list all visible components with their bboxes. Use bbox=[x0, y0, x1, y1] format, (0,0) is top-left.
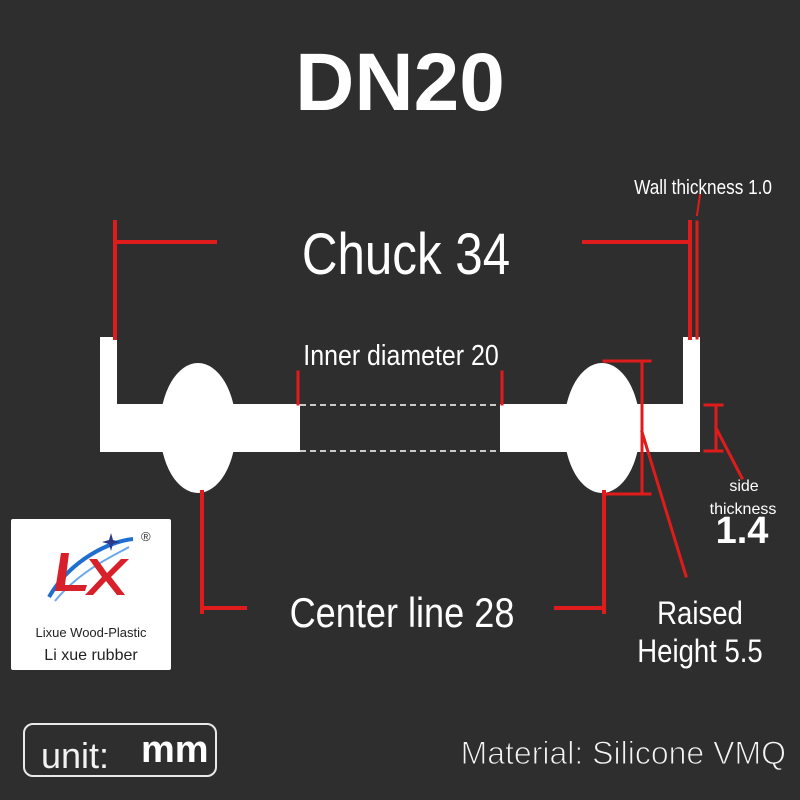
chuck-label: Chuck 34 bbox=[302, 222, 510, 287]
lx-logo-mark: ® bbox=[47, 529, 151, 602]
raised-leader bbox=[640, 430, 688, 578]
side-leader bbox=[713, 425, 745, 481]
center-line-label: Center line 28 bbox=[290, 591, 515, 637]
left-bead bbox=[160, 363, 236, 493]
right-bead bbox=[564, 363, 640, 493]
gasket-profile bbox=[100, 337, 700, 493]
material-label: Material: Silicone VMQ bbox=[460, 735, 786, 772]
inner-diameter-label: Inner diameter 20 bbox=[303, 339, 498, 371]
registered-mark: ® bbox=[141, 529, 151, 544]
wall-thickness-label: Wall thickness 1.0 bbox=[634, 176, 772, 199]
logo-line1: Lixue Wood-Plastic bbox=[35, 625, 147, 640]
dimension-lines bbox=[113, 193, 745, 614]
side-thickness-label-line1: side bbox=[729, 478, 758, 495]
raised-height-label-line2: Height 5.5 bbox=[637, 634, 762, 669]
unit-value: mm bbox=[141, 729, 209, 771]
side-thickness-label-line2: thickness bbox=[710, 501, 777, 518]
side-thickness-value: 1.4 bbox=[716, 510, 769, 552]
star-icon bbox=[102, 533, 120, 551]
raised-height-label-line1: Raised bbox=[657, 596, 743, 631]
unit-label: unit: bbox=[41, 735, 110, 776]
unit-box: unit: mm bbox=[23, 723, 217, 777]
right-flange bbox=[683, 337, 700, 452]
inner-bore-lines bbox=[300, 404, 498, 452]
logo-line2: Li xue rubber bbox=[44, 647, 138, 664]
page-title: DN20 bbox=[295, 37, 505, 128]
wall-thickness-leader bbox=[695, 193, 702, 217]
company-logo: ® Lixue Wood-Plastic Li xue rubber bbox=[11, 519, 171, 670]
